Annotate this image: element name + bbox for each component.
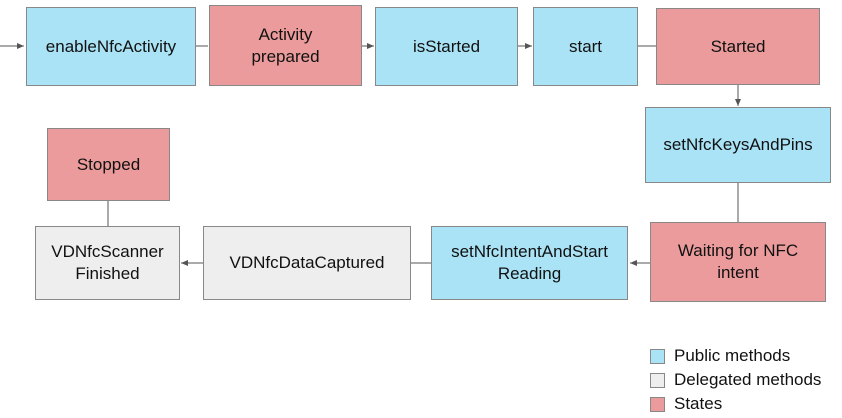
node-vd-nfc-data-captured: VDNfcDataCaptured bbox=[203, 226, 411, 300]
node-label: Activity prepared bbox=[251, 24, 320, 66]
legend-item-delegated: Delegated methods bbox=[650, 368, 821, 392]
legend-item-public: Public methods bbox=[650, 344, 821, 368]
node-label: setNfcKeysAndPins bbox=[663, 135, 813, 154]
node-label: VDNfcDataCaptured bbox=[229, 253, 385, 272]
legend-item-states: States bbox=[650, 392, 821, 416]
node-activity-prepared: Activity prepared bbox=[209, 5, 362, 86]
node-vd-nfc-scanner-finished: VDNfcScanner Finished bbox=[35, 226, 180, 300]
node-label: VDNfcScanner Finished bbox=[51, 242, 164, 283]
node-label: enableNfcActivity bbox=[45, 36, 177, 56]
legend-label-states: States bbox=[674, 394, 723, 413]
node-label: isStarted bbox=[412, 36, 481, 56]
node-label: setNfcIntentAndStart Reading bbox=[451, 242, 608, 283]
node-start: start bbox=[533, 7, 638, 86]
node-label: Started bbox=[710, 36, 766, 56]
node-is-started: isStarted bbox=[375, 7, 518, 86]
legend-swatch-delegated bbox=[650, 372, 665, 388]
legend-swatch-public bbox=[650, 348, 665, 364]
node-set-nfc-keys-and-pins: setNfcKeysAndPins bbox=[645, 107, 831, 183]
node-stopped: Stopped bbox=[47, 128, 170, 201]
node-label: Stopped bbox=[76, 154, 141, 174]
node-label: start bbox=[568, 36, 603, 56]
node-started: Started bbox=[656, 8, 820, 85]
node-waiting-for-nfc-intent: Waiting for NFC intent bbox=[650, 222, 826, 302]
legend-label-public: Public methods bbox=[674, 346, 791, 365]
node-enable-nfc-activity: enableNfcActivity bbox=[26, 7, 196, 86]
node-label: Waiting for NFC intent bbox=[677, 241, 799, 282]
legend-label-delegated: Delegated methods bbox=[674, 370, 822, 389]
legend: Public methods Delegated methods States bbox=[650, 344, 821, 416]
node-set-nfc-intent-and-start-reading: setNfcIntentAndStart Reading bbox=[431, 226, 628, 300]
legend-swatch-states bbox=[650, 396, 665, 412]
